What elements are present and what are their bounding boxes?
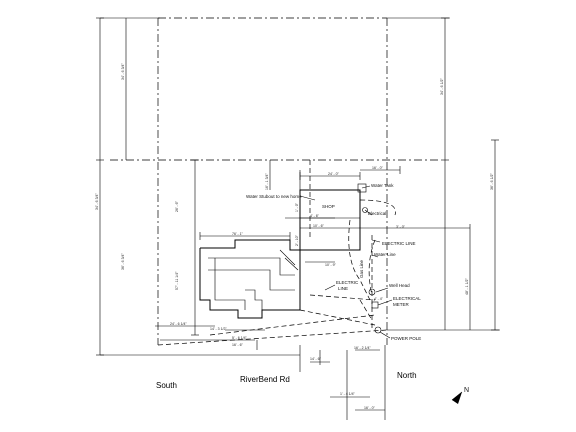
dim-bottom-c: 1' - 4 1/4" [340, 392, 356, 396]
label-well-head: Well Head [389, 283, 410, 288]
dim-left-small-a: 14' - 3 1/2" [210, 327, 227, 331]
dim-left-small-b: 24' - 6 1/4" [170, 322, 187, 326]
dim-left-outer-top: 34' - 6 3/4" [121, 63, 125, 80]
electrical-meter-marker [371, 301, 379, 309]
dim-house-right-b: 10' - 9" [325, 263, 337, 267]
leader-lines [299, 185, 393, 339]
label-north: North [397, 371, 417, 380]
house-outline [199, 239, 301, 319]
dim-upper-small: 16' - 1 3/4" [265, 173, 269, 190]
dim-right-inner: 36' - 6 1/2" [490, 173, 494, 190]
label-electric-line-left-1: ELECTRIC [336, 280, 359, 285]
dim-bottom-b: 16' - 2 1/4" [354, 346, 371, 350]
label-water-stubout: Water Stubout to new home [246, 194, 302, 199]
power-pole-marker [374, 326, 382, 334]
label-water-tank: Water Tank [371, 183, 394, 188]
dim-left-inner-lower: 57' - 11 1/4" [175, 271, 179, 290]
well-head-marker [368, 288, 376, 296]
dim-left-inner: 26' - 6" [175, 200, 179, 212]
label-road: RiverBend Rd [240, 375, 290, 384]
label-power-pole: POWER POLE [391, 336, 421, 341]
dim-bottom-a: 14' - 6" [310, 357, 322, 361]
dim-top-right-small: 16' - 0" [372, 166, 384, 170]
label-electrical-meter-2: METER [393, 302, 410, 307]
electrical-marker [362, 207, 368, 213]
dim-shop-side: 1' - 0" [295, 202, 299, 212]
dim-right-outer: 34' - 6 1/2" [440, 78, 444, 95]
water-tank-marker [357, 183, 367, 193]
label-south: South [156, 381, 177, 390]
dim-shop-top: 24' - 0" [328, 172, 340, 176]
dim-bottom-f: 16' - 6" [232, 343, 244, 347]
dim-bottom-e: 16' - 0" [364, 406, 376, 410]
label-shop: SHOP [322, 204, 335, 209]
shop-building [299, 189, 361, 251]
utility-markers [357, 183, 382, 334]
dim-right-lower-b: 48' - 1 1/2" [465, 278, 469, 295]
dim-house-right-a: 10' - 6" [313, 224, 325, 228]
dim-mid-a: 4' - 6" [310, 214, 320, 218]
label-electric-line-left-2: LINE [338, 286, 348, 291]
north-arrow-icon [451, 391, 463, 404]
property-boundary [110, 17, 440, 346]
label-water-line: Water Line [374, 252, 396, 257]
dim-bottom-d: 5' - 6 1/4" [232, 336, 248, 340]
label-gas-line: Gas Line [359, 259, 364, 278]
dim-right-lower: 3' - 0" [396, 225, 406, 229]
label-north-arrow: N [464, 387, 469, 394]
dim-left-outer-lower: 36' - 6 3/4" [121, 253, 125, 270]
label-electrical: Electrical [368, 211, 386, 216]
dim-house-top: 76' - 1" [232, 232, 244, 236]
utility-lines [209, 199, 396, 336]
dim-mid-b: 4' - 4" [374, 297, 384, 301]
label-electrical-meter-1: ELECTRICAL [393, 296, 421, 301]
label-electric-line-top: ELECTRIC LINE [382, 241, 416, 246]
dim-left-outer-far: 34' - 6 3/4" [95, 193, 99, 210]
dim-shop-side-b: 2' - 10" [295, 234, 299, 246]
